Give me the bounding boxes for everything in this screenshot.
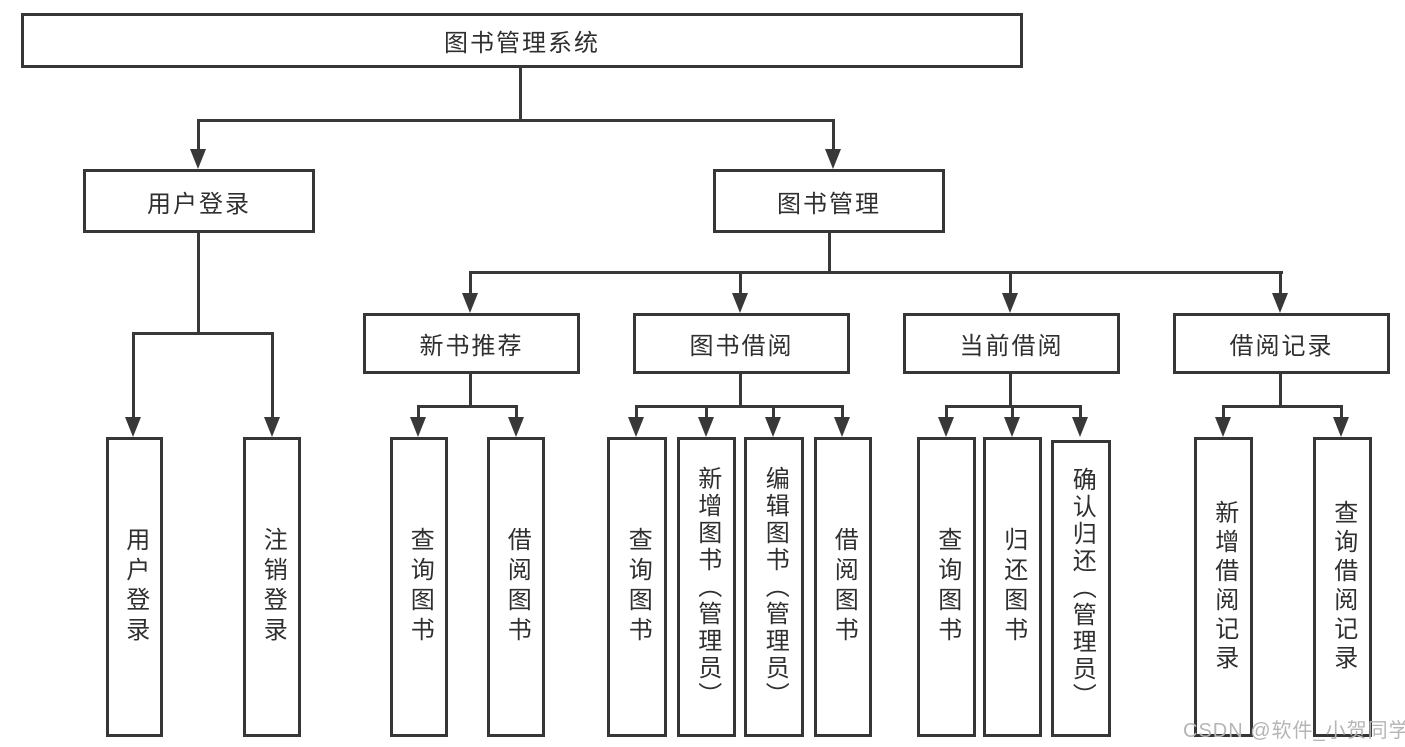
connector-arrow-down-icon	[1002, 293, 1018, 313]
connector-line	[132, 332, 135, 422]
connector-line	[417, 405, 420, 423]
node-leaf-br-query-label: 查询借阅记录	[1329, 500, 1357, 674]
connector-line	[739, 271, 742, 299]
connector-line	[1222, 405, 1343, 408]
connector-arrow-down-icon	[508, 417, 524, 437]
node-leaf-logout-label: 注销登录	[259, 527, 287, 647]
connector-arrow-down-icon	[1272, 293, 1288, 313]
connector-arrow-down-icon	[938, 417, 954, 437]
connector-line	[469, 271, 1283, 274]
connector-arrow-down-icon	[190, 149, 206, 169]
node-leaf-bb-borrow-label: 借阅图书	[830, 527, 858, 647]
connector-line	[1279, 271, 1282, 299]
connector-arrow-down-icon	[698, 417, 714, 437]
connector-arrow-down-icon	[834, 417, 850, 437]
node-leaf-bb-edit-label: 编辑图书（管理员）	[761, 465, 789, 709]
connector-arrow-down-icon	[410, 417, 426, 437]
connector-line	[417, 405, 518, 408]
connector-line	[832, 119, 835, 155]
connector-arrow-down-icon	[628, 417, 644, 437]
connector-line	[1079, 405, 1082, 423]
connector-line	[469, 271, 472, 299]
node-book-mgmt-label: 图书管理	[777, 190, 881, 218]
connector-arrow-down-icon	[1072, 417, 1088, 437]
csdn-watermark: CSDN @软件_小贺同学	[1183, 720, 1405, 742]
connector-line	[1340, 405, 1343, 423]
connector-line	[739, 372, 742, 408]
connector-arrow-down-icon	[765, 417, 781, 437]
connector-arrow-down-icon	[1004, 417, 1020, 437]
node-leaf-bb-add-label: 新增图书（管理员）	[693, 465, 721, 709]
node-leaf-br-add-label: 新增借阅记录	[1210, 500, 1238, 674]
node-user-login: 用户登录	[83, 169, 315, 233]
node-leaf-cb-return: 归还图书	[983, 437, 1042, 737]
node-leaf-nbr-borrow: 借阅图书	[487, 437, 545, 737]
node-leaf-cb-query: 查询图书	[917, 437, 976, 737]
connector-line	[635, 405, 844, 408]
node-leaf-cb-confirm: 确认归还（管理员）	[1051, 440, 1111, 737]
node-leaf-bb-query-label: 查询图书	[624, 527, 652, 647]
connector-arrow-down-icon	[462, 293, 478, 313]
node-book-borrow: 图书借阅	[633, 313, 850, 374]
node-leaf-cb-confirm-label: 确认归还（管理员）	[1068, 467, 1096, 710]
node-leaf-user-login: 用户登录	[106, 437, 163, 737]
connector-line	[1009, 271, 1012, 299]
node-root-label: 图书管理系统	[444, 30, 600, 57]
connector-arrow-down-icon	[125, 417, 141, 437]
node-leaf-user-login-label: 用户登录	[121, 527, 149, 647]
connector-line	[197, 119, 200, 155]
connector-arrow-down-icon	[1333, 417, 1349, 437]
node-new-book-rec-label: 新书推荐	[419, 333, 524, 360]
connector-line	[772, 405, 775, 423]
connector-line	[841, 405, 844, 423]
node-current-borrow-label: 当前借阅	[959, 333, 1064, 360]
node-leaf-nbr-query-label: 查询图书	[406, 527, 434, 647]
connector-line	[132, 332, 274, 335]
node-root: 图书管理系统	[21, 13, 1023, 68]
connector-line	[1279, 372, 1282, 408]
node-borrow-records: 借阅记录	[1173, 313, 1390, 374]
node-new-book-rec: 新书推荐	[363, 313, 580, 374]
connector-line	[635, 405, 638, 423]
node-leaf-br-add: 新增借阅记录	[1194, 437, 1253, 737]
node-leaf-nbr-borrow-label: 借阅图书	[503, 527, 531, 647]
connector-line	[515, 405, 518, 423]
connector-arrow-down-icon	[825, 149, 841, 169]
connector-line	[705, 405, 708, 423]
connector-line	[271, 332, 274, 422]
node-leaf-cb-return-label: 归还图书	[999, 527, 1027, 647]
connector-line	[1009, 372, 1012, 408]
connector-line	[828, 231, 831, 274]
node-leaf-cb-query-label: 查询图书	[933, 527, 961, 647]
node-book-borrow-label: 图书借阅	[689, 333, 794, 360]
connector-arrow-down-icon	[264, 417, 280, 437]
connector-line	[197, 119, 834, 122]
connector-arrow-down-icon	[1215, 417, 1231, 437]
connector-line	[945, 405, 948, 423]
node-leaf-br-query: 查询借阅记录	[1313, 437, 1372, 737]
connector-line	[1222, 405, 1225, 423]
node-leaf-bb-borrow: 借阅图书	[814, 437, 872, 737]
node-leaf-bb-edit: 编辑图书（管理员）	[744, 437, 804, 737]
connector-arrow-down-icon	[732, 293, 748, 313]
node-user-login-label: 用户登录	[147, 190, 251, 218]
connector-line	[469, 372, 472, 408]
connector-line	[519, 66, 522, 120]
node-leaf-bb-query: 查询图书	[607, 437, 667, 737]
node-leaf-logout: 注销登录	[243, 437, 301, 737]
node-current-borrow: 当前借阅	[903, 313, 1120, 374]
node-leaf-bb-add: 新增图书（管理员）	[677, 437, 736, 737]
node-book-mgmt: 图书管理	[713, 169, 945, 233]
node-leaf-nbr-query: 查询图书	[390, 437, 448, 737]
node-borrow-records-label: 借阅记录	[1229, 333, 1334, 360]
connector-line	[1011, 405, 1014, 423]
connector-line	[197, 231, 200, 335]
